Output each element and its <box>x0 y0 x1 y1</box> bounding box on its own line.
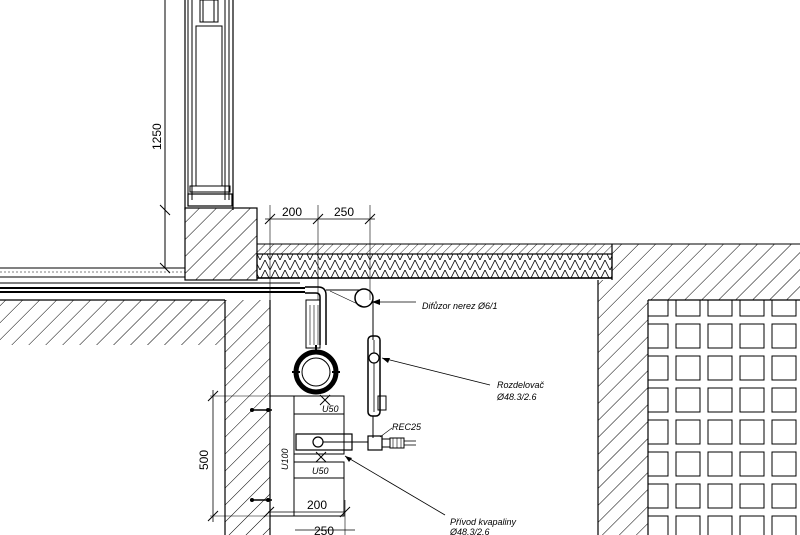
supply-pipe <box>305 286 327 349</box>
dim-bottom-250: 250 <box>314 524 334 535</box>
rec25-nozzle <box>367 416 416 451</box>
dimension-1250: 1250 <box>150 0 185 274</box>
left-ground <box>0 267 305 345</box>
callout-distributor-text-2: Ø48.3/2.6 <box>496 392 537 402</box>
callout-diffuser: Difůzor nerez Ø6/1 <box>372 299 498 311</box>
callout-supply-text-1: Přívod kvapaliny <box>450 517 517 527</box>
diffuser-pulley <box>326 288 374 340</box>
dim-top-200: 200 <box>282 205 302 219</box>
label-u50-top: U50 <box>322 404 339 414</box>
window-column <box>164 0 234 268</box>
label-u50-bottom: U50 <box>312 466 329 476</box>
dim-500-label: 500 <box>197 450 211 470</box>
callout-diffuser-text: Difůzor nerez Ø6/1 <box>422 301 498 311</box>
distributor-pipe <box>367 335 387 417</box>
top-dimensions: 200 250 <box>264 205 376 300</box>
dim-top-250: 250 <box>334 205 354 219</box>
concrete-pillar <box>184 207 258 281</box>
profile-stack: U50 U50 U100 <box>269 394 368 517</box>
label-u100: U100 <box>280 448 290 470</box>
callout-distributor: Rozdelovač Ø48.3/2.6 <box>381 357 545 402</box>
callout-rec25-text: REC25 <box>392 422 422 432</box>
pipe-ring <box>292 345 340 395</box>
callout-distributor-text-1: Rozdelovač <box>497 380 545 390</box>
anchor-bolts <box>250 408 272 502</box>
callout-rec25: REC25 <box>379 422 422 438</box>
dim-bottom-200: 200 <box>307 498 327 512</box>
dim-1250-label: 1250 <box>150 123 164 150</box>
dimension-500: 500 <box>197 390 275 522</box>
callout-supply-text-2: Ø48.3/2.6 <box>449 527 490 535</box>
basin-wall <box>224 300 271 535</box>
deck-slab <box>256 243 800 279</box>
bottom-dimensions: 200 250 <box>263 498 355 535</box>
callout-supply: Přívod kvapaliny Ø48.3/2.6 <box>344 455 517 535</box>
tile-wall <box>648 300 800 535</box>
